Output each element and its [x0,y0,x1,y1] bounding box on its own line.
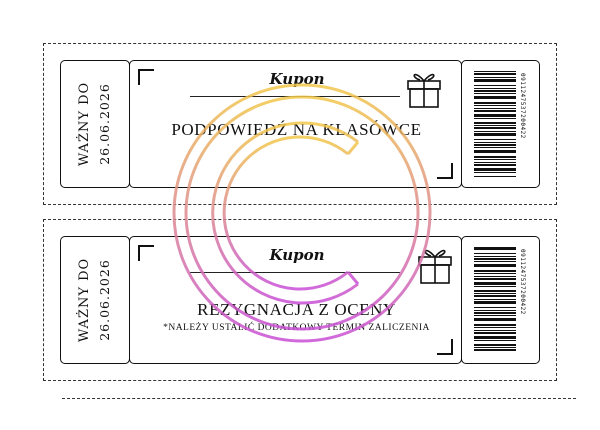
barcode-bar [474,349,516,351]
coupon-1-signature-line [190,96,400,97]
coupon-2-corner-bottom-right [437,339,453,355]
barcode-icon [474,247,516,357]
barcode-bar [474,332,516,334]
barcode-bar [474,310,516,311]
gift-icon [404,67,444,113]
barcode-bar [474,131,516,132]
barcode-bar [474,139,516,140]
coupon-2-valid-label: WAŻNY DO [77,257,92,343]
barcode-bar [474,168,516,171]
coupon-1-corner-top-left [138,69,154,85]
barcode-bar [474,90,516,92]
barcode-bar [474,282,516,285]
barcode-bar [474,71,516,72]
barcode-bar [474,133,516,136]
barcode-bar [474,156,516,158]
barcode-bar [474,247,516,250]
barcode-bar [474,93,516,94]
barcode-bar [474,258,516,260]
coupon-2-note: *NALEŻY USTALIĆ DODATKOWY TERMIN ZALICZE… [163,323,430,333]
coupon-2-kupon-label: Kupon [269,246,325,264]
barcode-bar [474,276,516,277]
barcode-bar [474,293,516,294]
barcode-bar [474,110,516,112]
coupon-1-valid-label: WAŻNY DO [77,81,92,167]
barcode-bar [474,312,516,314]
coupon-2-validity-text: WAŻNY DO 26.06.2026 [61,237,129,363]
coupon-1-validity-text: WAŻNY DO 26.06.2026 [61,61,129,187]
barcode-bar [474,327,516,328]
barcode-bar [474,144,516,146]
barcode-bar [474,261,516,262]
barcode-bar [474,301,516,304]
coupon-1-corner-bottom-right [437,163,453,179]
barcode-bar [474,125,516,126]
barcode-bar [474,286,516,287]
barcode-bar [474,85,516,86]
barcode-bar [474,315,516,316]
barcode-bar [474,256,516,257]
barcode-bar [474,102,516,104]
barcode-bar [474,159,516,160]
coupon-1-barcode-panel: 0911247537200422 [461,60,540,188]
barcode-bar [474,270,516,272]
barcode-bar [474,108,516,109]
barcode-bar [474,150,516,153]
barcode-bar [474,114,516,117]
barcode-bar [474,307,516,308]
barcode-bar [474,278,516,280]
gift-icon [415,243,455,289]
coupon-2-barcode-number: 0911247537200422 [519,249,526,315]
coupon-2-valid-date: 26.06.2026 [97,259,112,341]
coupon-1-valid-date: 26.06.2026 [97,83,112,165]
barcode-bar [474,122,516,124]
barcode-bar [474,79,516,82]
coupon-2-main-panel: Kupon REZYGNACJA Z OCENY *NALEŻY USTALIĆ… [129,236,462,364]
barcode-bar [474,299,516,300]
barcode-bar [474,88,516,89]
barcode-bar [474,318,516,321]
barcode-bar [474,264,516,267]
barcode-bar [474,147,516,148]
barcode-bar [474,96,516,99]
barcode-bar [474,73,516,75]
coupon-1-title: PODPOWIEDŹ NA KLASÓWCE [171,120,422,139]
barcode-bar [474,105,516,106]
barcode-bar [474,324,516,326]
barcode-bar [474,330,516,331]
barcode-bar [474,164,516,166]
barcode-bar [474,162,516,163]
barcode-bar [474,77,516,78]
barcode-bar [474,118,516,119]
barcode-bar [474,295,516,297]
barcode-bar [474,176,516,178]
barcode-bar [474,142,516,143]
barcode-bar [474,253,516,254]
barcode-icon [474,71,516,181]
barcode-bar [474,172,516,173]
coupon-1-kupon-label: Kupon [269,70,325,88]
barcode-bar [474,344,516,346]
coupon-1-main-panel: Kupon PODPOWIEDŹ NA KLASÓWCE [129,60,462,188]
coupon-2-barcode-panel: 0911247537200422 [461,236,540,364]
barcode-bar [474,127,516,129]
coupon-2-validity-panel: WAŻNY DO 26.06.2026 [60,236,130,364]
coupon-1-validity-panel: WAŻNY DO 26.06.2026 [60,60,130,188]
barcode-bar [474,273,516,274]
coupon-2-corner-top-left [138,245,154,261]
barcode-bar [474,340,516,341]
coupon-2-title: REZYGNACJA Z OCENY [197,300,396,319]
coupon-2-signature-line [190,272,400,273]
barcode-bar [474,290,516,292]
barcode-bar [474,347,516,348]
coupon-1-barcode-number: 0911247537200422 [519,73,526,139]
barcode-bar [474,336,516,339]
bottom-cut-line [62,398,576,399]
